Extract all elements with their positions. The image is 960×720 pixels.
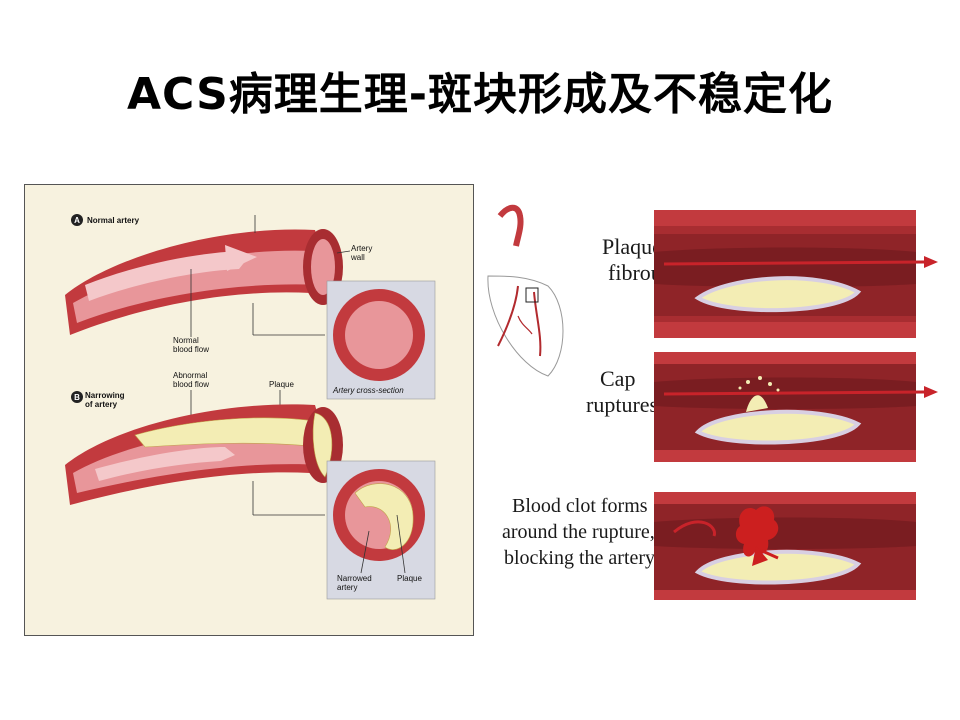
- flow-arrow-2: [663, 390, 925, 396]
- cross-section-plaque-label: Plaque: [397, 574, 422, 583]
- artery-wall-label-2: wall: [350, 253, 365, 262]
- abnormal-flow-label-2: blood flow: [173, 380, 209, 389]
- normal-artery-tube: [65, 229, 343, 335]
- artery-stage1: [654, 210, 916, 338]
- stage2-label-2: ruptures: [586, 392, 658, 417]
- narrowed-artery-tube: [65, 404, 343, 505]
- cross-section-b-plaque: [354, 483, 414, 550]
- normal-flow-label-1: Normal: [173, 336, 199, 345]
- stage3-label-2: around the rupture,: [502, 521, 655, 543]
- plaque-label: Plaque: [269, 380, 294, 389]
- flow-arrowhead-1: [924, 256, 938, 268]
- artery-stage3: [654, 492, 916, 600]
- narrowed-artery-label-2: artery: [337, 583, 357, 592]
- blood-clot: [735, 506, 779, 566]
- artery-stage2: [654, 352, 916, 462]
- narrowed-artery-label-1: Narrowed: [337, 574, 372, 583]
- normal-flow-label-2: blood flow: [173, 345, 209, 354]
- cross-section-label: Artery cross-section: [332, 386, 404, 395]
- panel-b-label-2: of artery: [85, 400, 118, 409]
- cross-section-a-lumen: [345, 301, 413, 369]
- panel-a-badge-letter: A: [74, 216, 80, 225]
- panel-b-label-1: Narrowing: [85, 391, 125, 400]
- panel-b-badge-letter: B: [74, 393, 80, 402]
- blocked-flow-arrow: [673, 520, 716, 537]
- plaque-rupture-figure: Plaque with fibrous cap Cap ruptures Blo…: [478, 196, 948, 616]
- artery-narrowing-figure: A Normal artery Artery wall Normal blood…: [24, 184, 474, 636]
- flow-arrow-1: [663, 260, 925, 266]
- artery-wall-label-1: Artery: [351, 244, 372, 253]
- stage3-label-1: Blood clot forms: [512, 495, 648, 517]
- abnormal-flow-label-1: Abnormal: [173, 371, 207, 380]
- plaque-rupture-illustration: Plaque with fibrous cap Cap ruptures Blo…: [487, 204, 938, 600]
- slide-title: ACS病理生理-斑块形成及不稳定化: [126, 69, 834, 120]
- panel-a-label: Normal artery: [87, 216, 140, 225]
- heart-diagram: [487, 204, 564, 377]
- flow-arrowhead-2: [924, 386, 938, 398]
- panel-a-badge: [71, 214, 83, 226]
- artery-narrowing-illustration: A Normal artery Artery wall Normal blood…: [65, 214, 436, 600]
- stage3-label-3: blocking the artery: [504, 547, 655, 569]
- panel-b-badge: [71, 391, 83, 403]
- stage2-label-1: Cap: [600, 366, 635, 391]
